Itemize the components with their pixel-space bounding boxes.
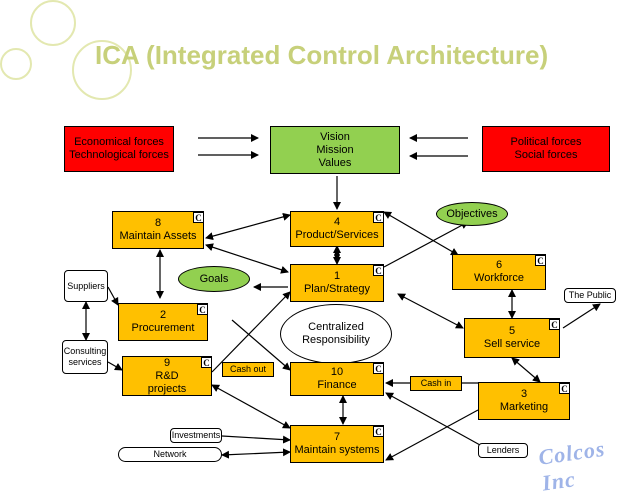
maintain-systems-box: 7 Maintain systems [290, 425, 384, 463]
forces-label: Technological forces [69, 149, 169, 161]
box-label: Finance [317, 379, 357, 391]
network-box: Network [118, 447, 222, 462]
box-label: Workforce [474, 272, 524, 284]
suppliers-box: Suppliers [64, 270, 108, 302]
rnd-projects-box: 9 R&D projects [122, 356, 212, 396]
control-badge-icon: C [549, 319, 560, 330]
maintain-assets-box: 8 Maintain Assets [112, 211, 204, 249]
vision-mission-values-box: Vision Mission Values [270, 126, 400, 174]
forces-label: Economical forces [74, 136, 164, 148]
consulting-label: services [68, 357, 102, 367]
control-badge-icon: C [373, 363, 384, 374]
decorative-circle [72, 40, 132, 100]
decorative-circle [30, 0, 76, 46]
economic-technological-forces-box: Economical forces Technological forces [64, 126, 174, 172]
the-public-box: The Public [564, 288, 616, 303]
mission-label: Mission [316, 143, 354, 156]
box-number: 8 [154, 217, 162, 229]
box-number: 2 [159, 309, 167, 321]
product-services-box: 4 Product/Services [290, 211, 384, 247]
sell-service-box: 5 Sell service [464, 318, 560, 358]
box-label: projects [147, 382, 187, 395]
control-badge-icon: C [197, 304, 208, 315]
finance-box: 10 Finance [290, 362, 384, 396]
control-badge-icon: C [201, 357, 212, 368]
forces-label: Political forces [510, 136, 582, 148]
diagram-title: ICA (Integrated Control Architecture) [95, 40, 549, 70]
box-label: Marketing [499, 401, 549, 413]
political-social-forces-box: Political forces Social forces [482, 126, 610, 172]
forces-label: Social forces [514, 149, 578, 161]
connector-arrows [82, 134, 601, 461]
objectives-ellipse: Objectives [436, 202, 508, 226]
box-number: 5 [508, 325, 516, 337]
cash-in-label: Cash in [410, 376, 462, 391]
central-label: Centralized [308, 321, 364, 333]
control-badge-icon: C [373, 212, 384, 223]
box-label: Procurement [131, 322, 195, 334]
box-label: Sell service [483, 338, 541, 350]
marketing-box: 3 Marketing [478, 382, 570, 420]
consulting-label: Consulting [63, 346, 107, 356]
lenders-box: Lenders [478, 443, 528, 458]
box-label: Plan/Strategy [303, 283, 371, 295]
box-number: 7 [333, 431, 341, 443]
control-badge-icon: C [559, 383, 570, 394]
control-badge-icon: C [193, 212, 204, 223]
central-label: Responsibility [302, 334, 370, 346]
values-label: Values [318, 156, 352, 169]
cash-out-label: Cash out [222, 362, 274, 377]
box-number: 6 [495, 259, 503, 271]
control-badge-icon: C [535, 255, 546, 266]
goals-ellipse: Goals [178, 266, 250, 292]
decorative-circle [0, 48, 32, 80]
box-label: Maintain Assets [119, 230, 197, 242]
box-number: 3 [520, 388, 528, 400]
box-label: R&D [155, 369, 179, 382]
box-number: 9 [163, 356, 171, 369]
box-number: 4 [333, 216, 341, 228]
procurement-box: 2 Procurement [118, 303, 208, 341]
control-badge-icon: C [373, 265, 384, 276]
box-label: Maintain systems [294, 444, 380, 456]
control-badge-icon: C [373, 426, 384, 437]
box-number: 10 [330, 366, 344, 378]
box-number: 1 [333, 270, 341, 282]
box-label: Product/Services [295, 229, 379, 241]
workforce-box: 6 Workforce [452, 254, 546, 290]
consulting-services-box: Consulting services [62, 340, 108, 374]
investments-box: Investments [170, 428, 222, 443]
plan-strategy-box: 1 Plan/Strategy [290, 264, 384, 302]
vision-label: Vision [320, 130, 350, 143]
centralized-responsibility-ellipse: Centralized Responsibility [280, 304, 392, 364]
